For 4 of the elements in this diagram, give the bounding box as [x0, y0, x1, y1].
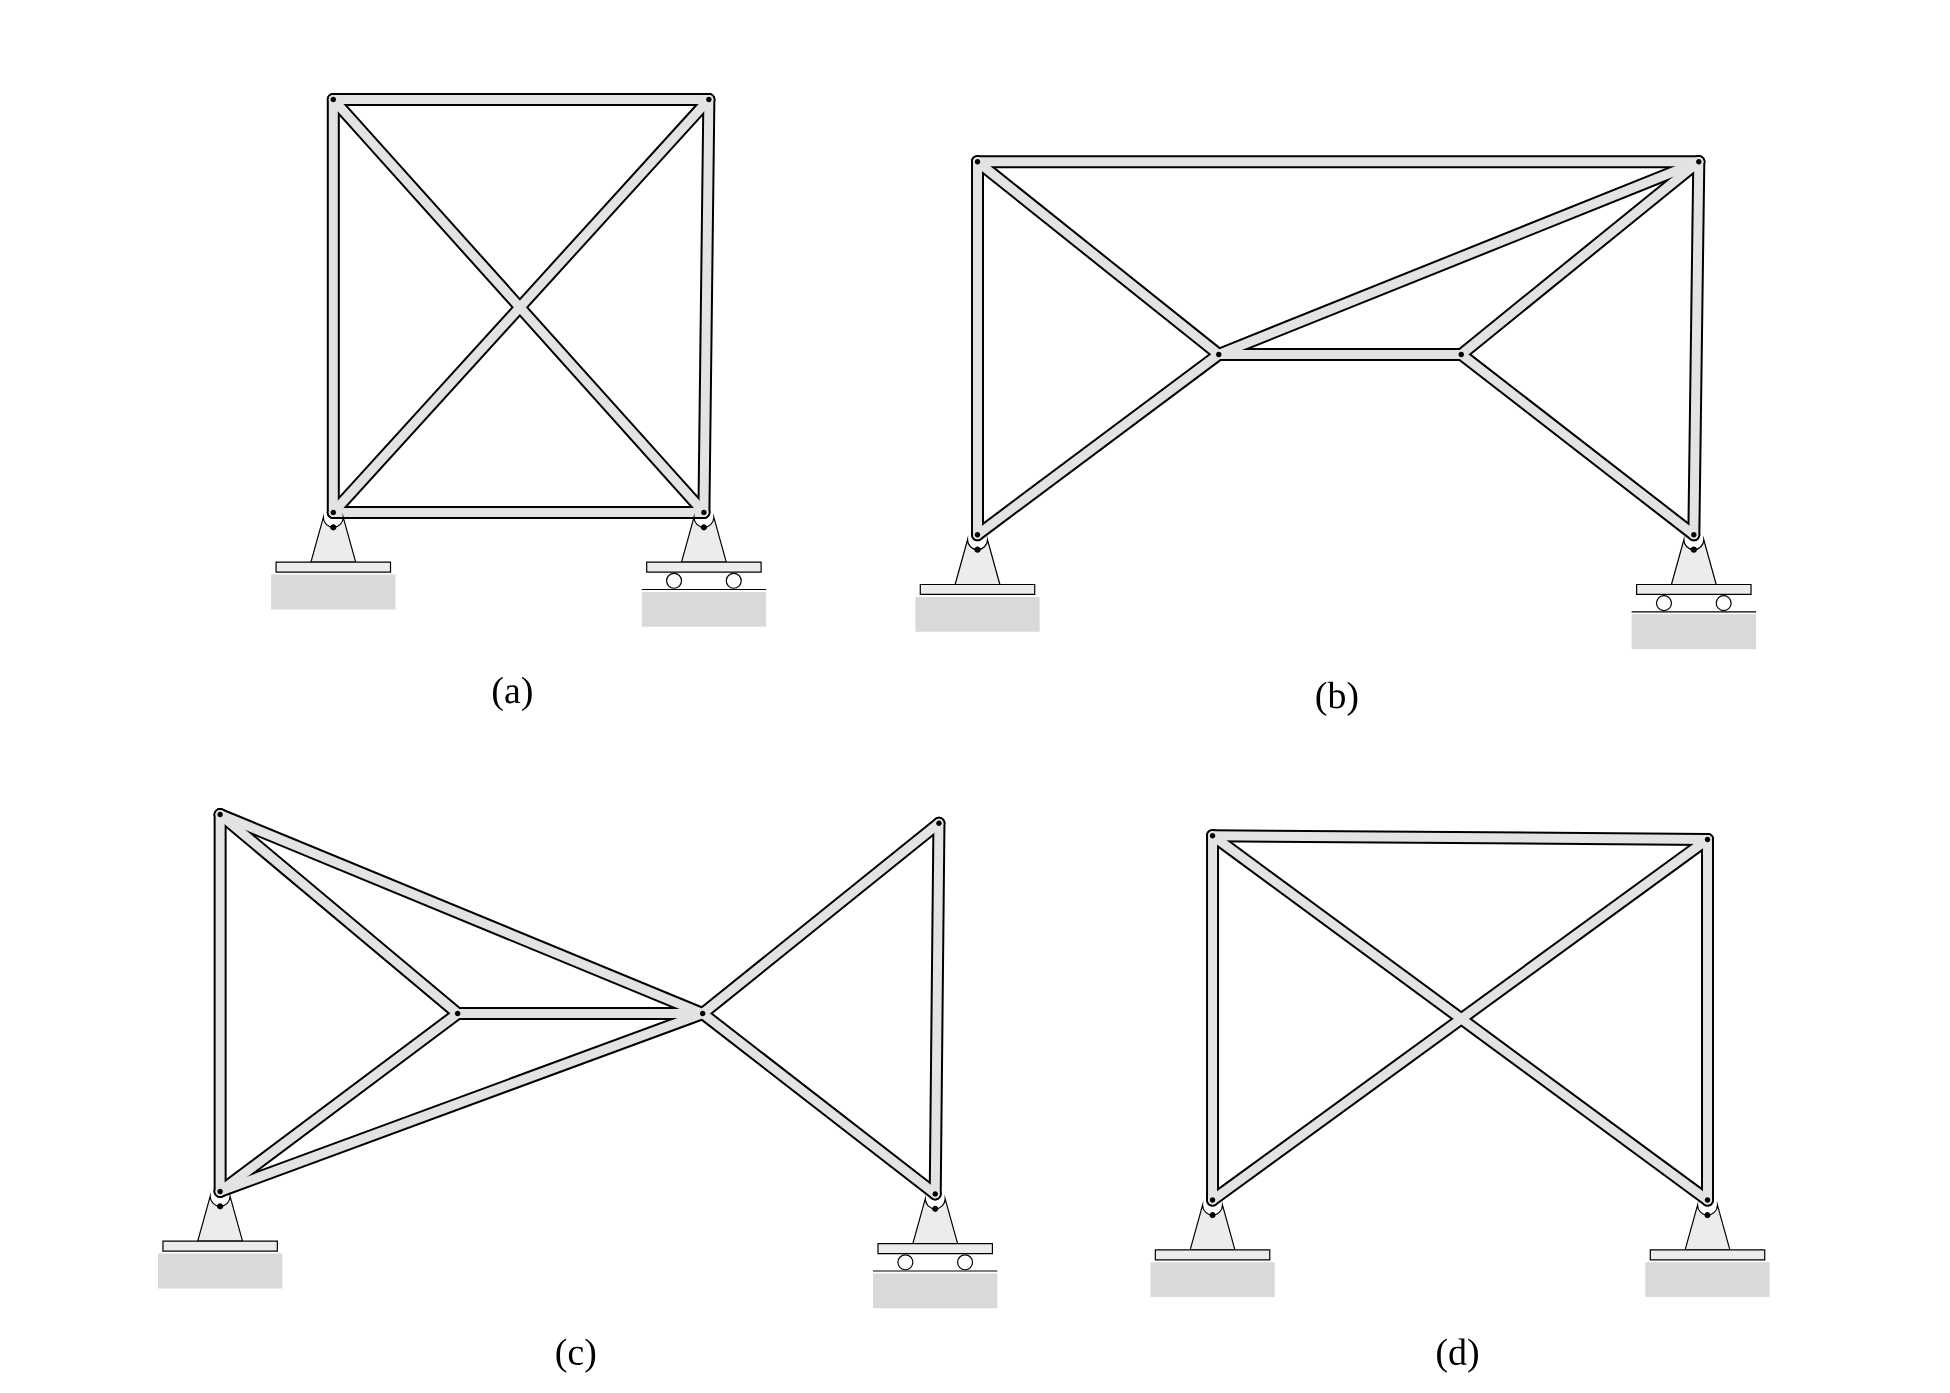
panel-label: (a)	[493, 676, 532, 712]
panel-label: (c)	[556, 1338, 596, 1373]
panel-label: (d)	[1437, 1338, 1478, 1373]
panel-label: (b)	[1316, 681, 1358, 717]
